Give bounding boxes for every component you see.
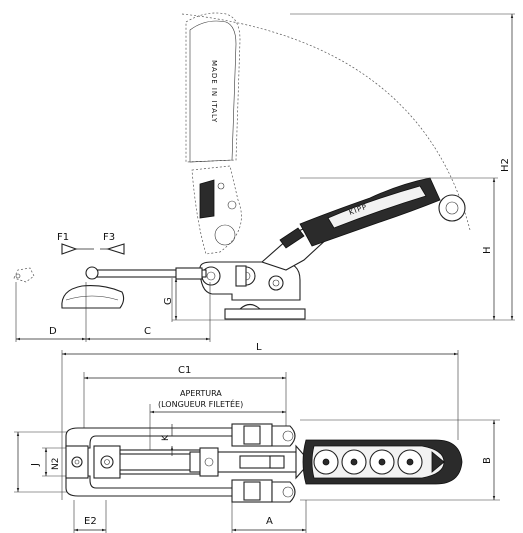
label-k: K	[161, 434, 171, 441]
label-b: B	[482, 457, 493, 464]
label-d: D	[49, 326, 57, 337]
label-c: C	[144, 326, 151, 337]
label-c1: C1	[178, 365, 191, 376]
swing-arc	[181, 13, 471, 231]
top-arm	[65, 427, 241, 449]
label-h2: H2	[500, 158, 511, 172]
label-apertura: APERTURA	[180, 389, 222, 398]
label-a: A	[266, 516, 273, 527]
base-plate	[224, 308, 306, 320]
label-h: H	[482, 246, 493, 254]
label-j: J	[30, 463, 41, 467]
label-g: G	[163, 297, 174, 305]
label-f1: F1	[57, 232, 69, 243]
svg-text:MADE IN ITALY: MADE IN ITALY	[210, 60, 218, 123]
label-n2: N2	[51, 458, 61, 470]
bottom-arm	[65, 475, 241, 497]
open-handle-ghost: MADE IN ITALY	[185, 12, 242, 255]
label-f3: F3	[103, 232, 115, 243]
label-longueur-filetee: (LONGUEUR FILETÉE)	[158, 398, 243, 409]
force-arrows	[61, 243, 125, 255]
side-view: MADE IN ITALY KIPP	[13, 12, 515, 342]
label-e2: E2	[84, 516, 97, 527]
spindle-pad	[61, 285, 125, 309]
top-view: L C1 APERTURA (LONGUEUR FILETÉE) K J N2 …	[14, 342, 500, 533]
label-l: L	[256, 342, 262, 353]
